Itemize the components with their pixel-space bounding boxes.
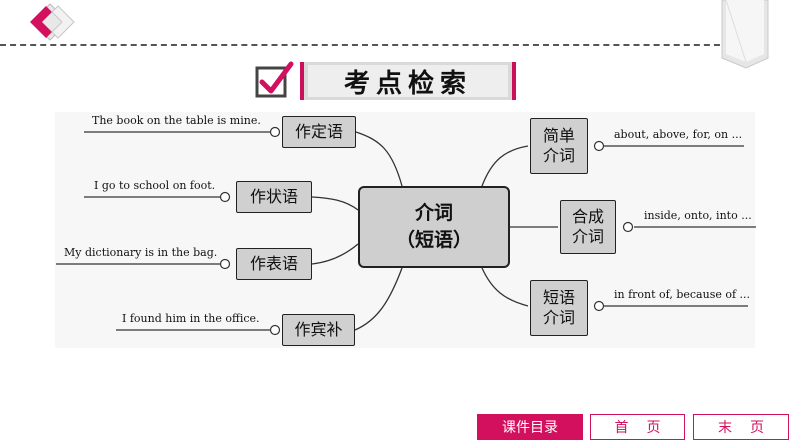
center-node-line2: （短语）	[395, 229, 472, 251]
center-node-line1: 介词	[414, 202, 453, 224]
branch-node-complement: 作宾补	[282, 314, 355, 346]
branch-node-simple-prep: 简单 介词	[530, 118, 588, 174]
center-node: 介词 （短语）	[358, 186, 510, 268]
branch-example-phrasal-prep: in front of, because of ...	[614, 288, 751, 301]
section-title-box: 考点检索	[300, 62, 516, 100]
contents-button[interactable]: 课件目录	[477, 414, 583, 440]
checkbox-check-icon	[255, 61, 294, 98]
header-dashed-divider	[0, 44, 730, 46]
branch-node-predicative: 作表语	[236, 248, 312, 280]
branch-node-phrasal-prep-line2: 介词	[542, 308, 575, 327]
branch-node-simple-prep-line2: 介词	[542, 146, 575, 165]
branch-node-compound-prep-line2: 介词	[571, 227, 604, 246]
page-curl-decoration-icon	[721, 0, 769, 69]
branch-node-compound-prep-line1: 合成	[571, 207, 604, 226]
branch-node-phrasal-prep-line1: 短语	[542, 288, 575, 307]
branch-node-compound-prep: 合成 介词	[560, 200, 616, 254]
section-title: 考点检索	[308, 65, 508, 99]
diamond-chevron-logo-icon	[30, 3, 75, 41]
last-page-button[interactable]: 末页	[693, 414, 789, 440]
branch-node-attributive: 作定语	[282, 116, 356, 148]
branch-example-attributive: The book on the table is mine.	[92, 114, 261, 127]
branch-node-simple-prep-line1: 简单	[542, 126, 575, 145]
branch-example-predicative: My dictionary is in the bag.	[64, 246, 218, 259]
branch-node-adverbial: 作状语	[236, 181, 312, 213]
branch-example-adverbial: I go to school on foot.	[94, 179, 216, 192]
branch-example-compound-prep: inside, onto, into ...	[644, 209, 752, 222]
branch-example-simple-prep: about, above, for, on ...	[614, 128, 743, 141]
first-page-button[interactable]: 首页	[590, 414, 685, 440]
branch-node-phrasal-prep: 短语 介词	[530, 280, 588, 336]
branch-example-complement: I found him in the office.	[122, 312, 260, 325]
